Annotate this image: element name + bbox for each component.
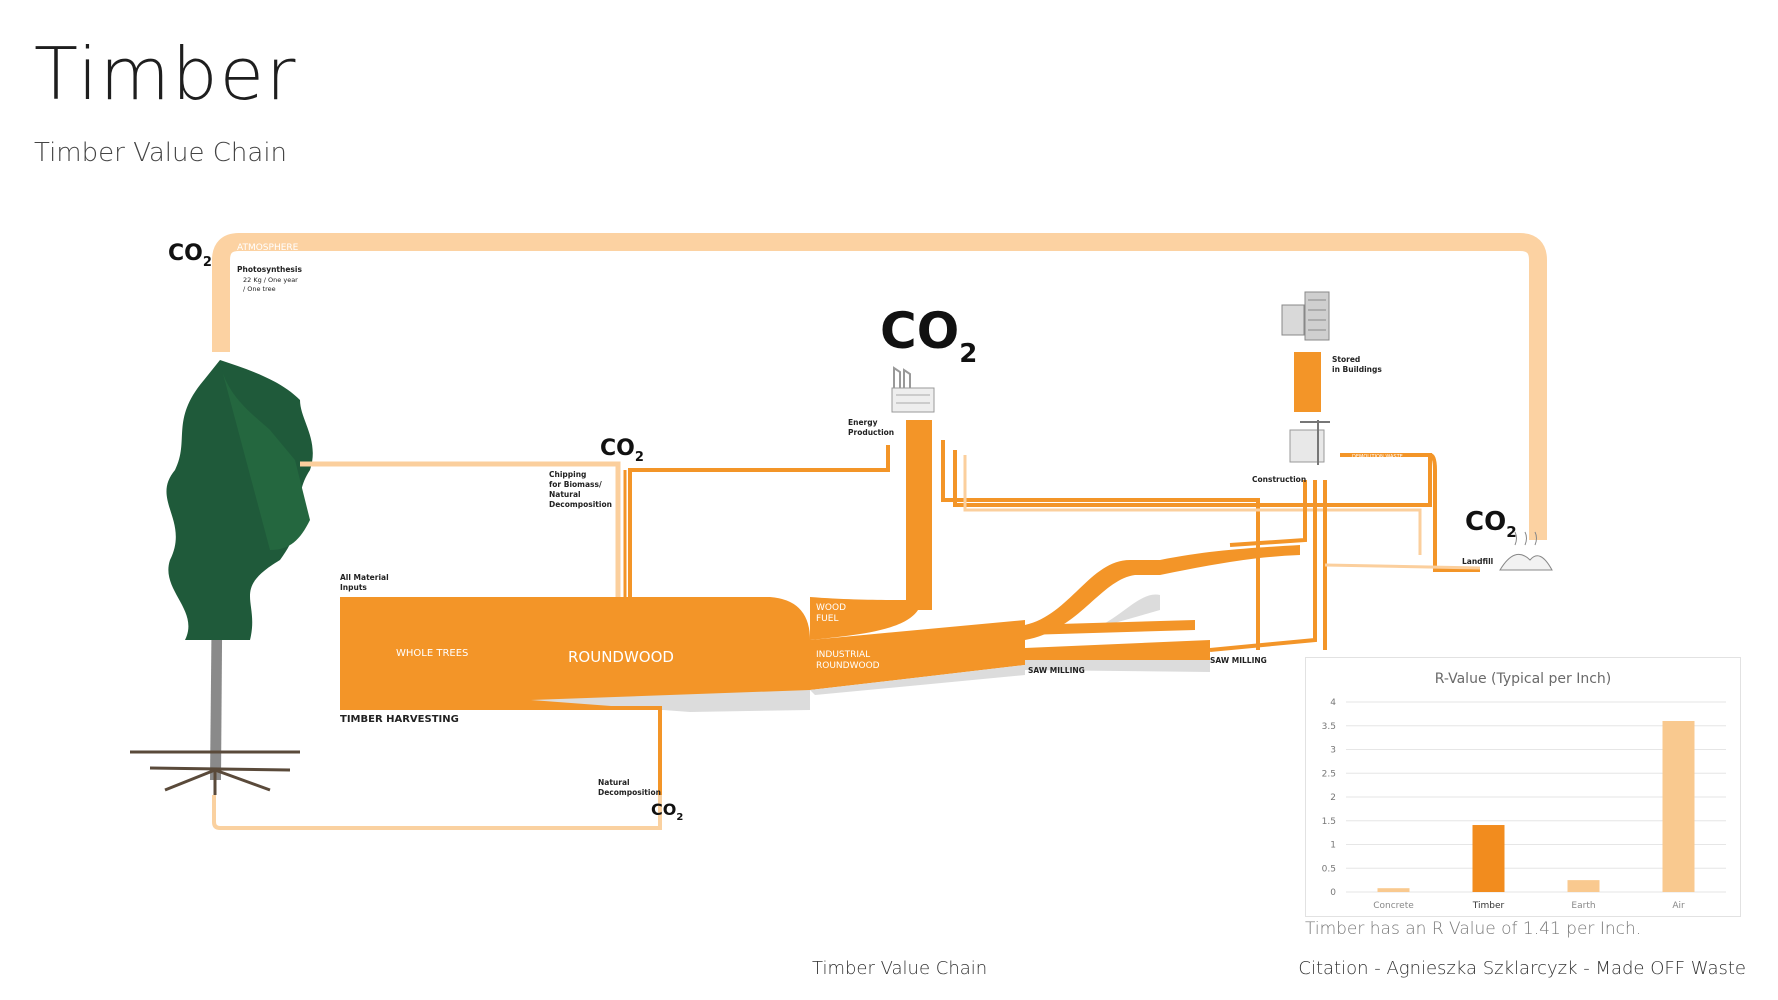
factory-icon: [891, 366, 935, 413]
chart-y-tick-label: 3: [1330, 746, 1336, 756]
r-value-chart-svg: R-Value (Typical per Inch) Concrete Timbe…: [1322, 671, 1726, 911]
chipping-flow: [300, 461, 621, 605]
all-material-inputs-label-1: All Material: [340, 573, 389, 582]
roundwood-block: [531, 597, 810, 710]
chart-x-tick-label: Timber: [1472, 901, 1505, 911]
chart-y-tick-label: 0: [1330, 888, 1336, 898]
photosynthesis-rate-unit: / One tree: [243, 285, 276, 293]
whole-trees-label: WHOLE TREES: [396, 648, 468, 659]
industrial-roundwood-label-2: ROUNDWOOD: [816, 661, 880, 671]
co2-label-energy: CO2: [880, 302, 977, 369]
energy-production-label-1: Energy: [848, 418, 878, 427]
chart-bar-earth: [1567, 880, 1600, 892]
industrial-roundwood-label-1: INDUSTRIAL: [816, 650, 870, 660]
decomposition-return-flow: [212, 708, 662, 830]
stored-in-buildings-block: [1294, 352, 1321, 412]
all-material-inputs-label-2: Inputs: [340, 583, 367, 592]
chart-bar-concrete: [1377, 888, 1410, 892]
roundwood-label: ROUNDWOOD: [568, 648, 674, 666]
chipping-label-2: for Biomass/: [549, 480, 602, 489]
atmosphere-flow: [212, 233, 1547, 540]
landfill-flow: [1324, 563, 1481, 570]
chart-y-tick-label: 3.5: [1322, 722, 1336, 732]
wood-fuel-flow: [810, 420, 932, 640]
natural-decomposition-label-1: Natural: [598, 778, 630, 787]
energy-production-label-2: Production: [848, 428, 894, 437]
chart-x-tick-label: Air: [1672, 901, 1685, 911]
chipping-label-4: Decomposition: [549, 500, 612, 509]
chart-x-tick-label: Concrete: [1373, 901, 1414, 911]
atmosphere-label: ATMOSPHERE: [237, 243, 299, 253]
landfill-icon: [1499, 531, 1553, 571]
co2-label-atmosphere: CO2: [168, 241, 212, 270]
r-value-chart: R-Value (Typical per Inch) Concrete Timbe…: [1305, 657, 1741, 917]
stored-in-buildings-label-2: in Buildings: [1332, 365, 1382, 374]
wood-fuel-label-2: FUEL: [816, 614, 838, 624]
wood-fuel-label-1: WOOD: [816, 603, 846, 613]
tree-illustration: [130, 360, 313, 795]
chart-y-tick-label: 0.5: [1322, 864, 1336, 874]
co2-label-chipping: CO2: [600, 436, 644, 465]
chart-y-tick-label: 2: [1330, 793, 1336, 803]
demolition-waste-flow: [1340, 453, 1480, 572]
chart-title: R-Value (Typical per Inch): [1435, 671, 1612, 687]
construction-label: Construction: [1252, 475, 1306, 484]
chart-bar-timber: [1472, 825, 1505, 892]
citation: Citation - Agnieszka Szklarcyzk - Made O…: [1298, 958, 1746, 979]
natural-decomposition-label-2: Decomposition: [598, 788, 661, 797]
timber-harvesting-label: TIMBER HARVESTING: [340, 714, 459, 725]
figure-caption: Timber Value Chain: [812, 958, 988, 979]
energy-production-flow: [628, 445, 890, 600]
stored-in-buildings-label-1: Stored: [1332, 355, 1360, 364]
chart-y-tick-label: 1: [1330, 841, 1336, 851]
demolition-waste-label: DEMOLITION WASTE: [1352, 454, 1403, 460]
chart-x-tick-label: Earth: [1571, 901, 1595, 911]
chipping-label-1: Chipping: [549, 470, 586, 479]
co2-label-landfill: CO2: [1465, 507, 1517, 541]
saw-milling-label-2: SAW MILLING: [1210, 656, 1267, 665]
photosynthesis-rate: 22 Kg / One year: [243, 276, 298, 284]
page-subtitle: Timber Value Chain: [34, 138, 288, 168]
buildings-icon: [1281, 291, 1330, 341]
page-title: Timber: [34, 32, 298, 116]
chart-y-tick-label: 4: [1330, 698, 1336, 708]
industrial-roundwood-flow: [810, 620, 1025, 690]
whole-trees-block: [340, 597, 531, 710]
chart-y-tick-label: 1.5: [1322, 817, 1336, 827]
r-value-note: Timber has an R Value of 1.41 per Inch.: [1305, 919, 1642, 939]
construction-icon: [1289, 420, 1330, 465]
chipping-label-3: Natural: [549, 490, 581, 499]
chart-bar-air: [1662, 721, 1695, 892]
landfill-label: Landfill: [1462, 557, 1493, 566]
saw-milling-label-1: SAW MILLING: [1028, 666, 1085, 675]
co2-label-decomposition: CO2: [651, 800, 683, 823]
photosynthesis-label: Photosynthesis: [237, 265, 302, 274]
chart-y-tick-label: 2.5: [1322, 769, 1336, 779]
